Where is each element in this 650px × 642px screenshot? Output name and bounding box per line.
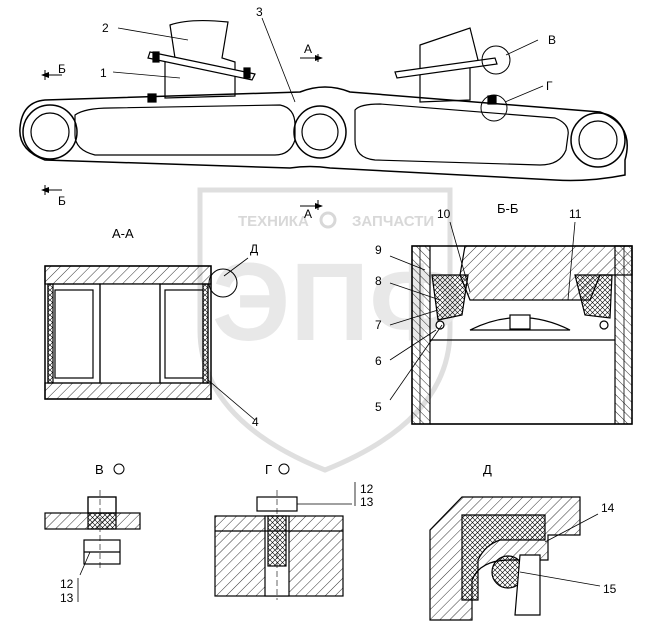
center-eye-inner xyxy=(301,113,339,151)
detail-g-drawing xyxy=(214,482,356,600)
callout-8: 8 xyxy=(375,274,382,288)
callout-15: 15 xyxy=(603,582,617,596)
section-mark-a-bottom: А xyxy=(304,207,312,221)
left-eye-inner xyxy=(30,112,70,152)
right-eye-outer xyxy=(570,112,626,168)
callout-v: В xyxy=(548,33,556,47)
left-eye-outer xyxy=(22,104,78,160)
callout-12-g: 12 xyxy=(360,482,374,496)
detail-g-title: Г xyxy=(265,462,272,477)
watermark-text-right: ЗАПЧАСТИ xyxy=(352,213,434,230)
section-bb-title: Б-Б xyxy=(497,201,518,216)
callout-6: 6 xyxy=(375,354,382,368)
callout-10: 10 xyxy=(437,207,451,221)
left-bracket xyxy=(164,19,236,99)
callout-3: 3 xyxy=(256,5,263,19)
detail-g-rotate-icon xyxy=(278,463,290,475)
section-mark-b-top: Б xyxy=(58,62,66,76)
callout-12-v: 12 xyxy=(60,577,74,591)
callout-13-v: 13 xyxy=(60,591,74,605)
gear-icon xyxy=(319,211,337,229)
callout-4: 4 xyxy=(252,415,259,429)
section-mark-a-top: А xyxy=(304,42,312,56)
detail-v-drawing xyxy=(44,490,141,602)
callout-1: 1 xyxy=(100,66,107,80)
right-eye-inner xyxy=(578,120,618,160)
section-aa-title: А-А xyxy=(112,226,134,241)
beam-slot-right xyxy=(354,103,569,166)
left-bolt-2 xyxy=(243,67,251,79)
callout-11: 11 xyxy=(569,207,582,221)
callout-5: 5 xyxy=(375,400,382,414)
callout-d: Д xyxy=(250,242,258,256)
detail-circle-g xyxy=(480,94,508,122)
section-bb-drawing xyxy=(389,221,633,425)
detail-v-title: В xyxy=(95,462,104,477)
right-bolt xyxy=(487,95,497,105)
left-bolt-1 xyxy=(152,51,160,63)
callout-13-g: 13 xyxy=(360,495,374,509)
detail-d-title: Д xyxy=(483,462,492,477)
callout-9: 9 xyxy=(375,243,382,257)
left-bolt-3 xyxy=(147,93,157,103)
watermark-text-left: ТЕХНИКА xyxy=(238,213,309,230)
main-assembly-view xyxy=(19,17,628,210)
callout-14: 14 xyxy=(601,501,615,515)
right-clamp-plate xyxy=(394,57,498,79)
beam-outline xyxy=(19,86,628,182)
detail-d-drawing xyxy=(429,496,601,621)
section-mark-b-bottom: Б xyxy=(58,194,66,208)
center-eye-outer xyxy=(293,105,347,159)
callout-2: 2 xyxy=(102,21,109,35)
beam-slot-left xyxy=(74,104,296,156)
section-aa-drawing xyxy=(44,257,256,421)
callout-7: 7 xyxy=(375,318,382,332)
callout-g: Г xyxy=(546,79,553,93)
detail-v-rotate-icon xyxy=(113,463,125,475)
detail-circle-v xyxy=(481,45,511,75)
left-clamp-plate xyxy=(147,51,256,81)
